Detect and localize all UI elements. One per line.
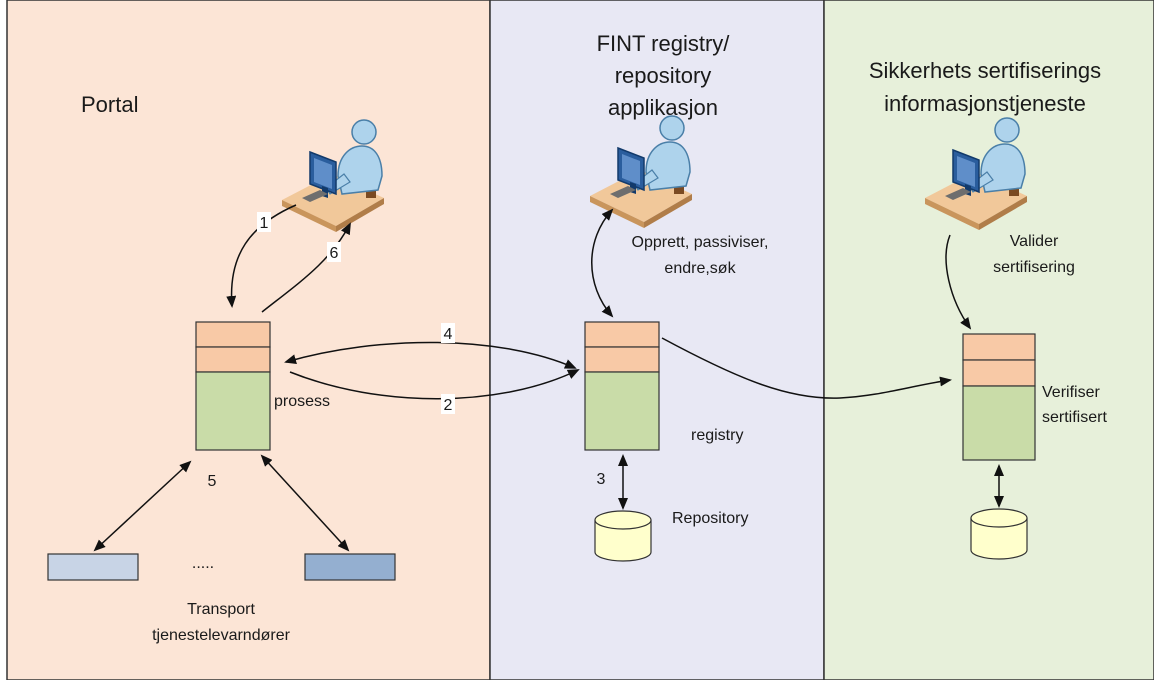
label-valider-line2: sertifisering (993, 259, 1075, 276)
registry-title-line3: applikasjon (608, 95, 718, 120)
repository-database-icon (594, 510, 652, 562)
label-prosess: prosess (274, 393, 330, 410)
arrow-security-user-to-process (945, 234, 972, 330)
arrow-registry-to-security (661, 337, 952, 399)
flow-number-3: 3 (597, 471, 606, 488)
transport-provider-right-box (304, 553, 396, 581)
flow-number-6: 6 (330, 245, 339, 262)
transport-provider-left-box (47, 553, 139, 581)
flow-number-1: 1 (260, 215, 269, 232)
label-registry: registry (691, 427, 743, 444)
security-title-line2: informasjonstjeneste (884, 91, 1086, 116)
security-process-stack-icon (962, 333, 1036, 461)
arrow-2-portal-to-registry (289, 369, 580, 400)
flow-number-2: 2 (444, 397, 453, 414)
registry-process-stack-icon (584, 321, 660, 451)
registry-title-line1: FINT registry/ (597, 31, 731, 56)
arrow-6-portal-process-to-user (261, 222, 351, 313)
label-repository: Repository (672, 510, 748, 527)
label-verifiser-line1: Verifiser (1042, 384, 1100, 401)
label-valider-line1: Valider (1010, 233, 1059, 250)
arrow-1-user-to-portal-process (226, 204, 297, 308)
label-registry-ops-line2: endre,søk (664, 260, 736, 277)
label-transport-line2: tjenestelevarndører (152, 627, 291, 644)
arrow-4-registry-to-portal (284, 341, 577, 369)
label-verifiser-line2: sertifisert (1042, 409, 1107, 426)
security-title-line1: Sikkerhets sertifiserings (869, 58, 1101, 83)
label-registry-ops-line1: Opprett, passiviser, (632, 234, 769, 251)
flow-number-4: 4 (444, 326, 453, 343)
arrow-registry-user-to-registry-process (591, 208, 614, 318)
label-transport-line1: Transport (187, 601, 255, 618)
security-database-icon (970, 508, 1028, 560)
portal-process-stack-icon (195, 321, 271, 451)
portal-title: Portal (81, 92, 138, 117)
registry-title-line2: repository (615, 63, 712, 88)
flow-number-5: 5 (208, 473, 217, 490)
arrow-portal-to-right-transport (260, 454, 350, 552)
label-ellipsis: ..... (192, 555, 214, 572)
arrow-5-portal-to-left-transport (93, 460, 192, 552)
